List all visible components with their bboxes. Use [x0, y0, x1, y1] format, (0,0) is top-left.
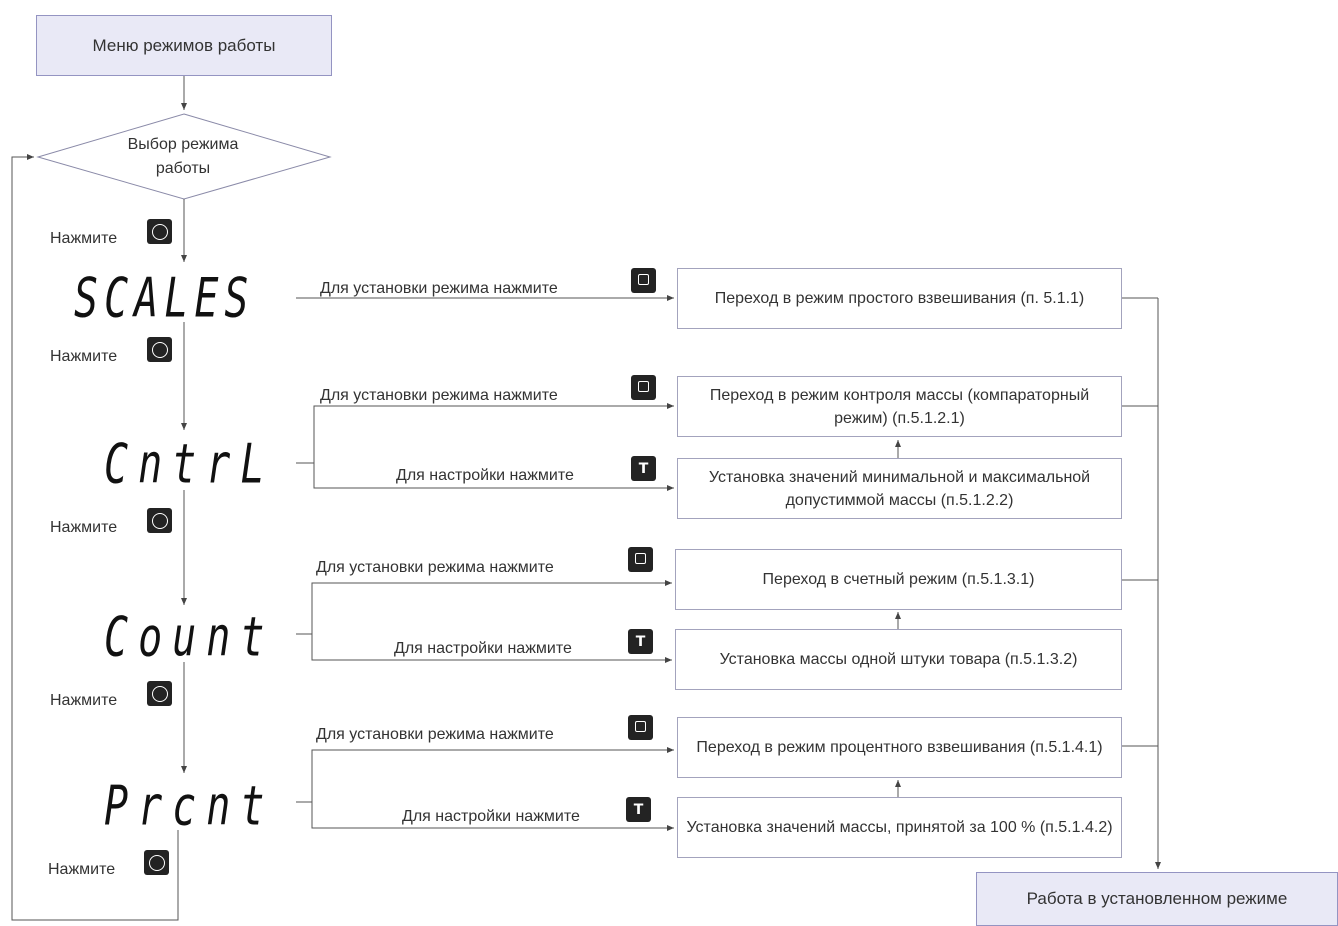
- final-mode-box: Работа в установленном режиме: [976, 872, 1338, 926]
- step-scales-set: Переход в режим простого взвешивания (п.…: [677, 268, 1122, 329]
- mode-button-icon: [147, 219, 172, 244]
- tare-button-icon: T: [626, 797, 651, 822]
- mode-button-icon: [147, 681, 172, 706]
- menu-start-box: Меню режимов работы: [36, 15, 332, 76]
- step-prcnt-setup: Установка значений массы, принятой за 10…: [677, 797, 1122, 858]
- tare-button-icon: T: [628, 629, 653, 654]
- mode-button-icon: [147, 337, 172, 362]
- setup-label: Для настройки нажмите: [394, 640, 572, 657]
- display-cntrl: CntrL: [104, 434, 275, 497]
- decision-line-2: работы: [155, 160, 211, 177]
- setup-label: Для настройки нажмите: [402, 808, 580, 825]
- set-mode-label: Для установки режима нажмите: [316, 726, 554, 743]
- set-mode-label: Для установки режима нажмите: [320, 280, 558, 297]
- mode-button-icon: [147, 508, 172, 533]
- power-button-icon: [628, 715, 653, 740]
- step-cntrl-setup: Установка значений минимальной и максима…: [677, 458, 1122, 519]
- display-prcnt: Prcnt: [104, 776, 275, 839]
- power-button-icon: [631, 375, 656, 400]
- set-mode-label: Для установки режима нажмите: [320, 387, 558, 404]
- step-text: Установка массы одной штуки товара (п.5.…: [719, 651, 1078, 668]
- set-mode-label: Для установки режима нажмите: [316, 559, 554, 576]
- setup-label: Для настройки нажмите: [396, 467, 574, 484]
- decision-line-1: Выбор режима: [127, 136, 239, 153]
- press-label: Нажмите: [50, 230, 118, 247]
- step-text: Переход в режим простого взвешивания (п.…: [714, 290, 1085, 307]
- display-count: Count: [104, 607, 275, 670]
- menu-label: Меню режимов работы: [92, 35, 276, 55]
- final-label: Работа в установленном режиме: [1026, 889, 1288, 908]
- step-count-set: Переход в счетный режим (п.5.1.3.1): [675, 549, 1122, 610]
- step-text: Установка значений минимальной и максима…: [708, 468, 1091, 509]
- step-cntrl-set: Переход в режим контроля массы (компарат…: [677, 376, 1122, 437]
- display-scales: SCALES: [74, 268, 255, 331]
- step-text: Переход в счетный режим (п.5.1.3.1): [762, 571, 1035, 588]
- tare-button-icon: T: [631, 456, 656, 481]
- decision-label: Выбор режима работы: [100, 133, 266, 181]
- step-text: Переход в режим контроля массы (компарат…: [709, 386, 1090, 427]
- power-button-icon: [631, 268, 656, 293]
- step-text: Установка значений массы, принятой за 10…: [686, 819, 1113, 836]
- press-label: Нажмите: [48, 861, 116, 878]
- press-label: Нажмите: [50, 348, 118, 365]
- power-button-icon: [628, 547, 653, 572]
- step-count-setup: Установка массы одной штуки товара (п.5.…: [675, 629, 1122, 690]
- press-label: Нажмите: [50, 692, 118, 709]
- step-prcnt-set: Переход в режим процентного взвешивания …: [677, 717, 1122, 778]
- mode-button-icon: [144, 850, 169, 875]
- press-label: Нажмите: [50, 519, 118, 536]
- step-text: Переход в режим процентного взвешивания …: [696, 739, 1103, 756]
